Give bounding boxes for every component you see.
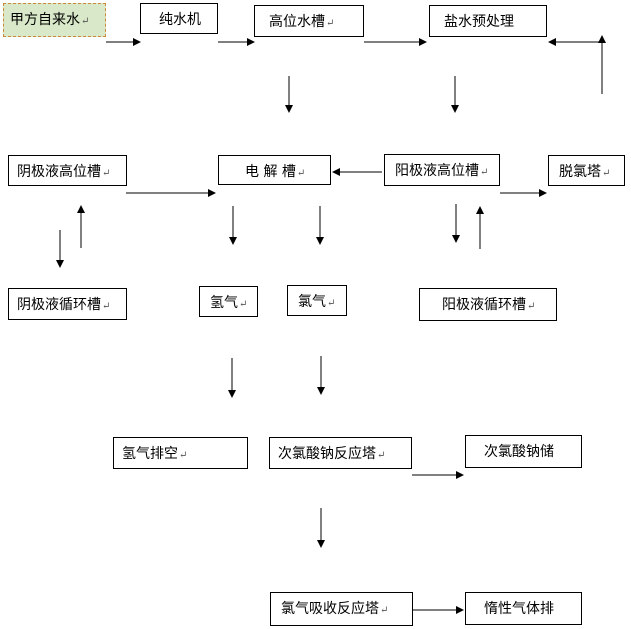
inert-gas-vent-label: 惰性气体排: [484, 601, 554, 617]
anode-circulation-tank-box: 阳极液循环槽↵: [419, 288, 557, 321]
hypochlorite-reaction-tower-label: 次氯酸钠反应塔: [278, 446, 376, 462]
electrolysis-cell-box: 电 解 槽↵: [218, 155, 331, 185]
pure-water-machine-box: 纯水机: [140, 3, 218, 34]
paragraph-mark: ↵: [602, 168, 611, 179]
paragraph-mark: ↵: [480, 167, 489, 178]
inert-gas-vent-box: 惰性气体排: [465, 592, 582, 625]
pure-water-machine-label: 纯水机: [159, 12, 201, 28]
cathode-circulation-tank-box: 阴极液循环槽↵: [8, 288, 127, 320]
paragraph-mark: ↵: [179, 450, 188, 461]
paragraph-mark: ↵: [102, 168, 111, 179]
hypochlorite-reaction-tower-box: 次氯酸钠反应塔↵: [269, 437, 412, 469]
dechlorination-tower-box: 脱氯塔↵: [548, 155, 625, 186]
cathode-circulation-tank-label: 阴极液循环槽: [17, 297, 101, 313]
high-level-tank-box: 高位水槽↵: [254, 5, 364, 37]
brine-pretreatment-label: 盐水预处理: [444, 14, 514, 30]
paragraph-mark: ↵: [377, 450, 386, 461]
tap-water-label: 甲方自来水: [10, 12, 80, 28]
cathode-high-tank-box: 阴极液高位槽↵: [8, 155, 127, 186]
electrolysis-cell-label: 电 解 槽: [245, 164, 296, 180]
chlorine-absorption-tower-box: 氯气吸收反应塔↵: [270, 592, 413, 626]
paragraph-mark: ↵: [102, 301, 111, 312]
paragraph-mark: ↵: [327, 298, 336, 309]
high-level-tank-label: 高位水槽: [269, 14, 325, 30]
paragraph-mark: ↵: [296, 168, 306, 179]
anode-high-tank-box: 阳极液高位槽↵: [384, 154, 500, 186]
hydrogen-vent-label: 氢气排空: [122, 446, 178, 462]
paragraph-mark: ↵: [239, 299, 248, 310]
cathode-high-tank-label: 阴极液高位槽: [17, 164, 101, 180]
paragraph-mark: ↵: [326, 18, 335, 29]
paragraph-mark: ↵: [380, 605, 389, 616]
anode-circulation-tank-label: 阳极液循环槽: [442, 297, 526, 313]
hypochlorite-storage-box: 次氯酸钠储: [465, 435, 582, 468]
hydrogen-box: 氢气↵: [199, 286, 258, 317]
paragraph-mark: ↵: [81, 16, 90, 27]
anode-high-tank-label: 阳极液高位槽: [395, 163, 479, 179]
chlorine-absorption-tower-label: 氯气吸收反应塔: [281, 601, 379, 617]
chlorine-box: 氯气↵: [287, 285, 347, 316]
hydrogen-vent-box: 氢气排空↵: [113, 437, 248, 469]
chlorine-label: 氯气: [298, 294, 326, 310]
tap-water-box: 甲方自来水↵: [3, 3, 106, 37]
brine-pretreatment-box: 盐水预处理: [429, 5, 547, 37]
paragraph-mark: ↵: [527, 301, 536, 312]
dechlorination-tower-label: 脱氯塔: [559, 164, 601, 180]
hypochlorite-storage-label: 次氯酸钠储: [484, 444, 554, 460]
hydrogen-label: 氢气: [210, 295, 238, 311]
